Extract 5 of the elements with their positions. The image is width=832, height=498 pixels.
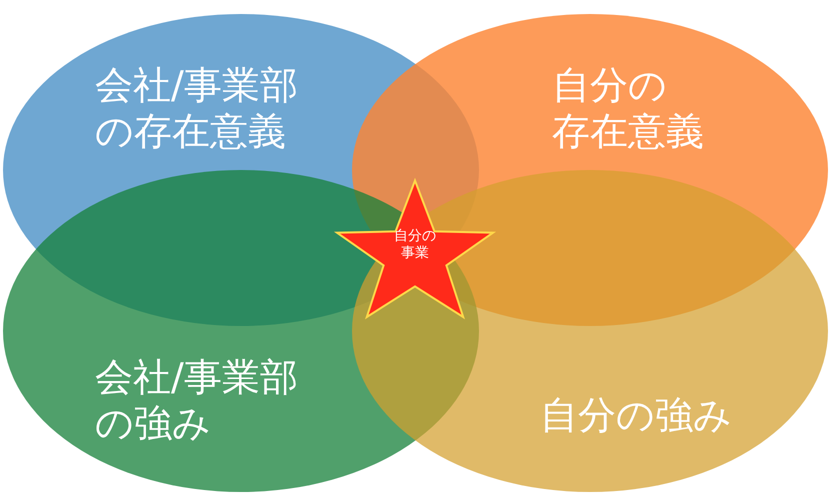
ellipse-label: 自分の存在意義 — [552, 62, 705, 155]
ellipse-label: 会社/事業部の強み — [95, 354, 299, 447]
star-label: 自分の事業 — [392, 228, 437, 262]
ellipse-label: 会社/事業部の存在意義 — [95, 62, 299, 155]
ellipse-label: 自分の強み — [540, 392, 733, 438]
